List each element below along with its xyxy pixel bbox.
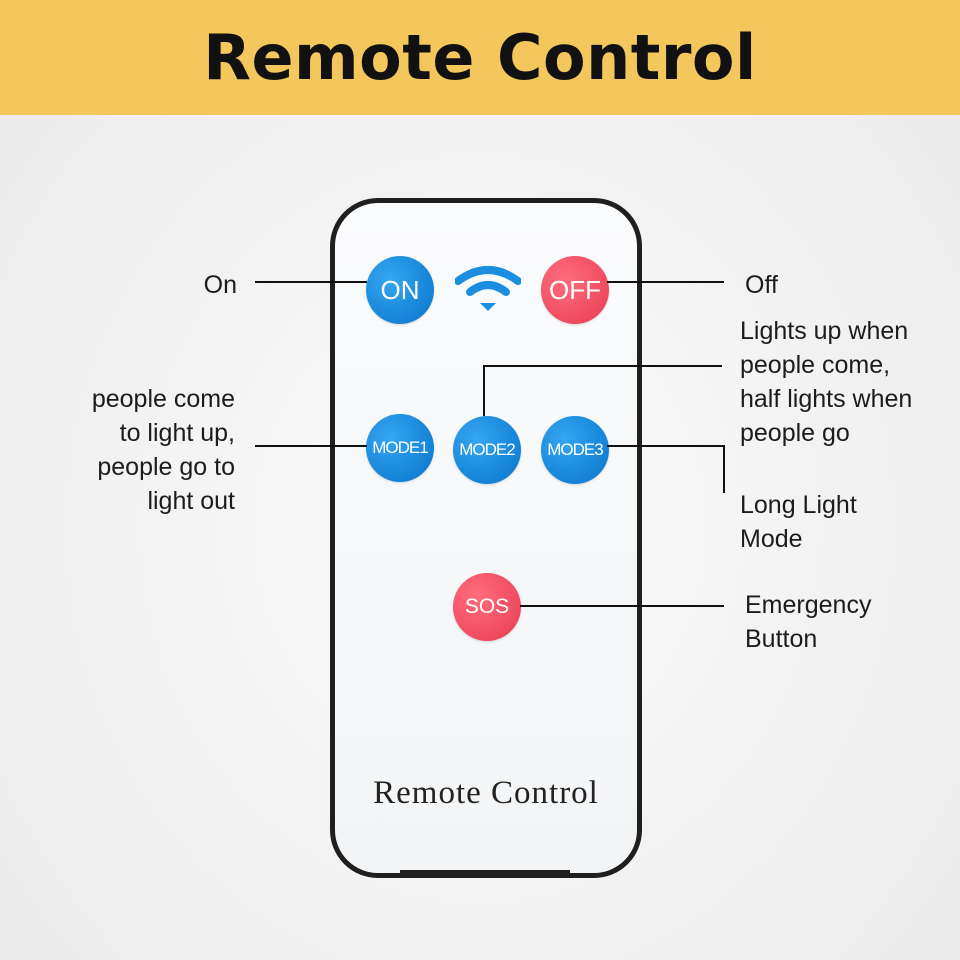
on-button[interactable]: ON [366, 256, 434, 324]
mode2-button[interactable]: MODE2 [453, 416, 521, 484]
on-callout: On [150, 268, 237, 302]
callout-text: Off [745, 271, 778, 299]
sos-callout: Emergency Button [745, 588, 871, 656]
sos-button[interactable]: SOS [453, 573, 521, 641]
sos-button-label: SOS [464, 595, 510, 618]
on-button-label: ON [380, 274, 420, 305]
callout-text: Long Light [740, 491, 857, 519]
header-banner: Remote Control [0, 0, 960, 115]
mode3-button-label: MODE3 [547, 440, 603, 459]
mode1-callout: people come to light up, people go to li… [35, 382, 235, 518]
callout-text: people come [91, 385, 235, 413]
callout-text: people go [740, 419, 850, 447]
callout-text: Lights up when [740, 317, 909, 345]
mode2-callout: Lights up when people come, half lights … [740, 314, 912, 450]
remote-base [400, 870, 570, 878]
remote-printed-label: Remote Control [373, 775, 599, 811]
callout-text: half lights when [740, 385, 913, 413]
callout-text: Mode [740, 525, 803, 553]
page-title: Remote Control [203, 21, 757, 94]
callout-text: light out [147, 487, 235, 515]
off-callout: Off [745, 268, 778, 302]
off-button[interactable]: OFF [541, 256, 609, 324]
callout-text: On [203, 271, 237, 299]
mode1-button[interactable]: MODE1 [366, 414, 434, 482]
wifi-signal-icon [455, 266, 521, 311]
callout-text: people come, [740, 351, 891, 379]
mode1-button-label: MODE1 [372, 438, 428, 457]
mode2-button-label: MODE2 [459, 440, 515, 459]
mode3-button[interactable]: MODE3 [541, 416, 609, 484]
callout-text: Button [745, 625, 818, 653]
callout-text: Emergency [745, 591, 872, 619]
callout-text: to light up, [119, 419, 235, 447]
callout-text: people go to [97, 453, 235, 481]
off-button-label: OFF [549, 274, 601, 305]
mode3-callout: Long Light Mode [740, 488, 857, 556]
